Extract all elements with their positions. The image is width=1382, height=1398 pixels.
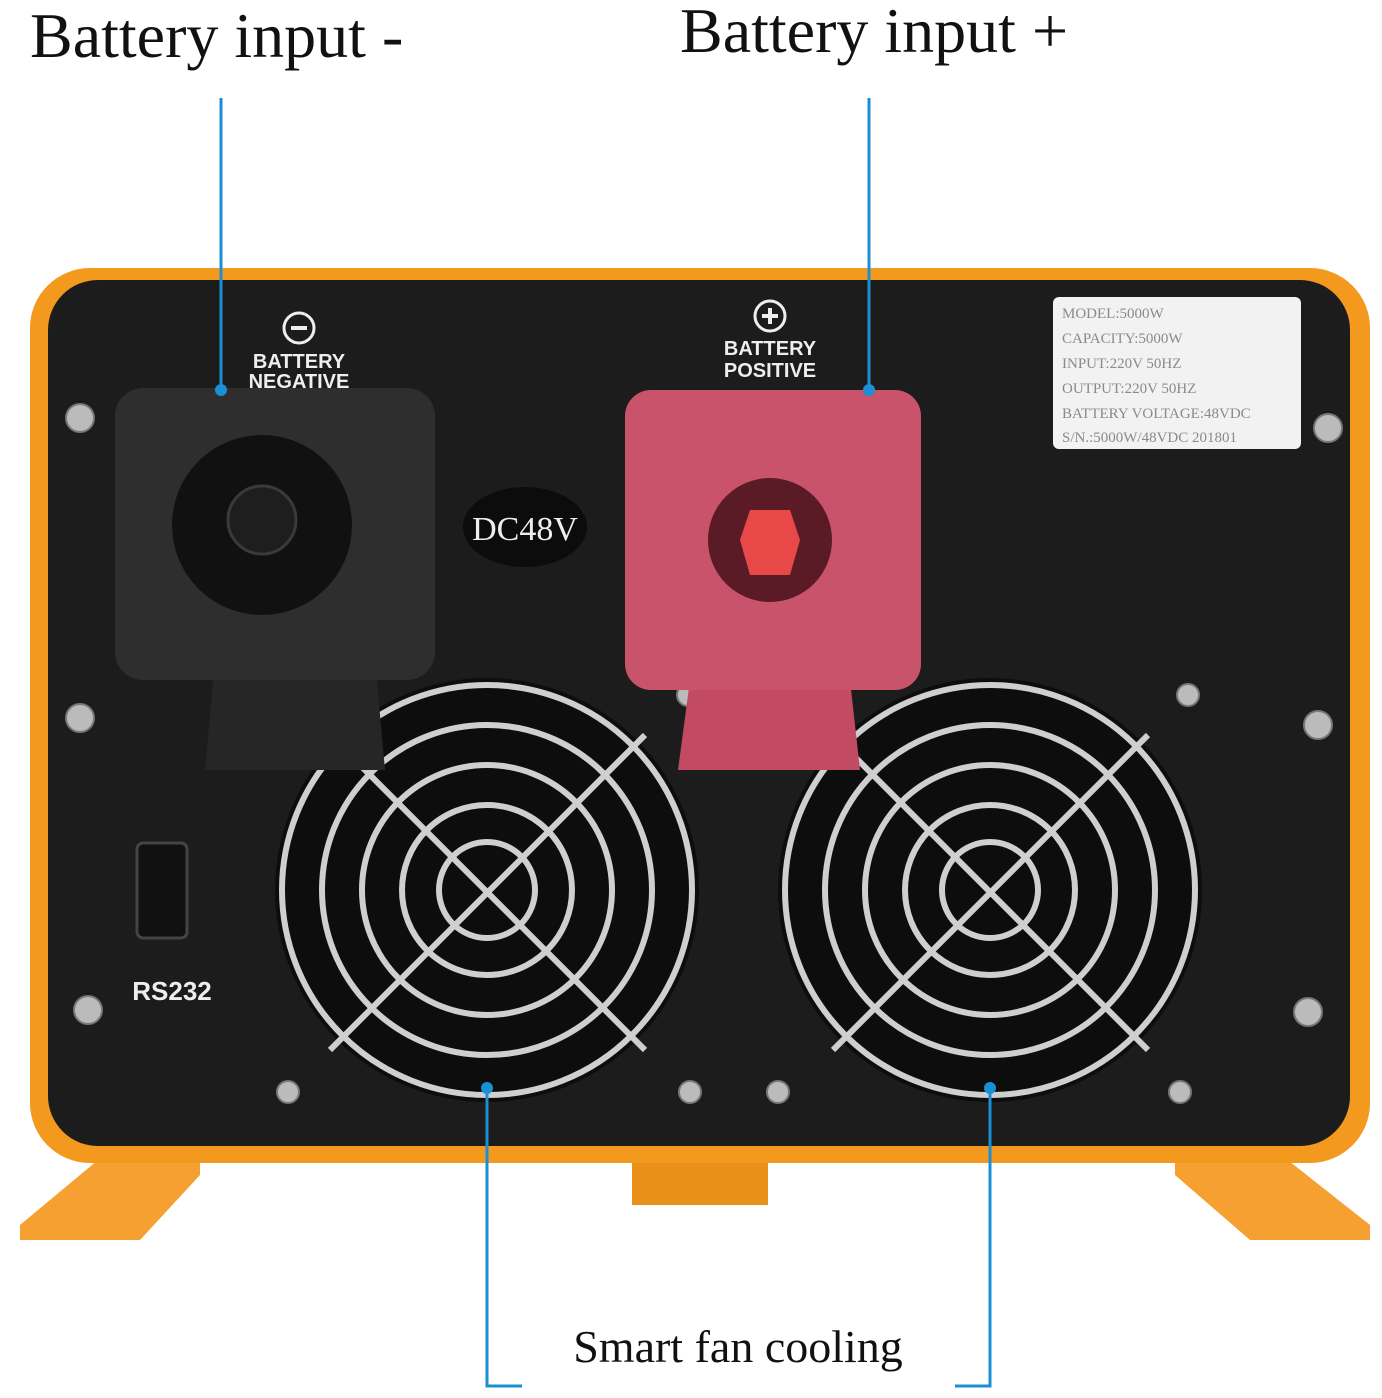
voltage-badge-text: DC48V [472, 511, 578, 548]
callout-lines [219, 98, 992, 1388]
spec-line: MODEL:5000W [1062, 306, 1164, 322]
negative-label: BATTERY [253, 351, 346, 373]
right-foot [1175, 1150, 1370, 1240]
callout-battery-positive: Battery input + [680, 0, 1068, 66]
spec-line: INPUT:220V 50HZ [1062, 356, 1181, 372]
screws [65, 403, 1343, 1104]
spec-line: OUTPUT:220V 50HZ [1062, 381, 1196, 397]
rs232-label: RS232 [132, 976, 212, 1006]
plus-icon [753, 299, 787, 333]
callout-fan-cooling: Smart fan cooling [573, 1321, 903, 1372]
fan-left [275, 678, 699, 1102]
spec-line: CAPACITY:5000W [1062, 331, 1183, 347]
fan-right [778, 678, 1202, 1102]
positive-label: BATTERY [724, 338, 817, 360]
minus-icon [282, 311, 316, 345]
voltage-badge [463, 487, 587, 567]
positive-terminal [625, 390, 921, 770]
negative-terminal [115, 388, 435, 770]
negative-label-2: NEGATIVE [249, 371, 350, 393]
callout-dots [215, 384, 996, 1094]
callout-battery-negative: Battery input - [30, 0, 403, 71]
spec-line: S/N.:5000W/48VDC 201801 [1062, 430, 1237, 446]
spec-line: BATTERY VOLTAGE:48VDC [1062, 406, 1251, 422]
positive-label-2: POSITIVE [724, 360, 816, 382]
spec-label: MODEL:5000W CAPACITY:5000W INPUT:220V 50… [1053, 297, 1301, 449]
rs232-port [135, 841, 189, 940]
left-foot [20, 1150, 200, 1240]
